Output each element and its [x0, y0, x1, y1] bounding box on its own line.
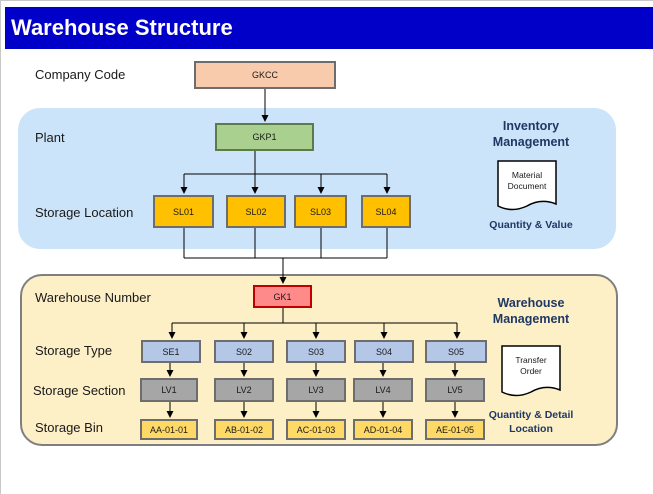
page-title: Warehouse Structure	[5, 7, 653, 49]
node-storage-bin: AC-01-03	[286, 419, 346, 440]
label-storage-section: Storage Section	[33, 383, 126, 398]
node-storage-bin: AE-01-05	[425, 419, 485, 440]
node-storage-bin: AD-01-04	[353, 419, 413, 440]
warehouse-title-line2: Management	[492, 312, 570, 326]
warehouse-note-line1: Quantity & Detail	[488, 409, 574, 421]
label-storage-bin: Storage Bin	[35, 420, 103, 435]
label-company-code: Company Code	[35, 67, 126, 82]
node-company-code: GKCC	[194, 61, 336, 89]
node-storage-section: LV5	[425, 378, 485, 402]
inventory-title-line1: Inventory	[502, 119, 560, 133]
node-storage-bin: AA-01-01	[140, 419, 198, 440]
warehouse-title-line1: Warehouse	[497, 296, 565, 310]
material-document-line2: Document	[507, 181, 547, 191]
node-storage-location: SL04	[361, 195, 411, 228]
node-storage-location: SL01	[153, 195, 214, 228]
node-storage-section: LV2	[214, 378, 274, 402]
material-document-line1: Material	[511, 170, 543, 180]
node-storage-type: SE1	[141, 340, 201, 363]
node-storage-bin: AB-01-02	[214, 419, 274, 440]
node-storage-type: S04	[354, 340, 414, 363]
node-plant: GKP1	[215, 123, 314, 151]
node-warehouse-number: GK1	[253, 285, 312, 308]
warehouse-management-title: Warehouse Management	[479, 295, 583, 327]
transfer-order-line2: Order	[520, 366, 542, 376]
label-warehouse-number: Warehouse Number	[35, 290, 151, 305]
node-storage-location: SL03	[294, 195, 347, 228]
inventory-title-line2: Management	[492, 135, 570, 149]
transfer-order-shape	[501, 345, 561, 397]
warehouse-note: Quantity & Detail Location	[481, 408, 581, 436]
inventory-management-title: Inventory Management	[478, 118, 584, 150]
label-plant: Plant	[35, 130, 65, 145]
inventory-note: Quantity & Value	[489, 219, 573, 231]
node-storage-type: S05	[425, 340, 487, 363]
transfer-order-label: Transfer Order	[502, 355, 560, 377]
material-document-label: Material Document	[498, 170, 556, 192]
node-storage-location: SL02	[226, 195, 286, 228]
node-storage-section: LV1	[140, 378, 198, 402]
material-document-shape	[497, 160, 557, 211]
node-storage-type: S03	[286, 340, 346, 363]
node-storage-section: LV3	[286, 378, 346, 402]
label-storage-type: Storage Type	[35, 343, 113, 358]
warehouse-note-line2: Location	[509, 423, 553, 435]
label-storage-location: Storage Location	[35, 205, 134, 220]
transfer-order-line1: Transfer	[515, 355, 547, 365]
node-storage-section: LV4	[353, 378, 413, 402]
node-storage-type: S02	[214, 340, 274, 363]
